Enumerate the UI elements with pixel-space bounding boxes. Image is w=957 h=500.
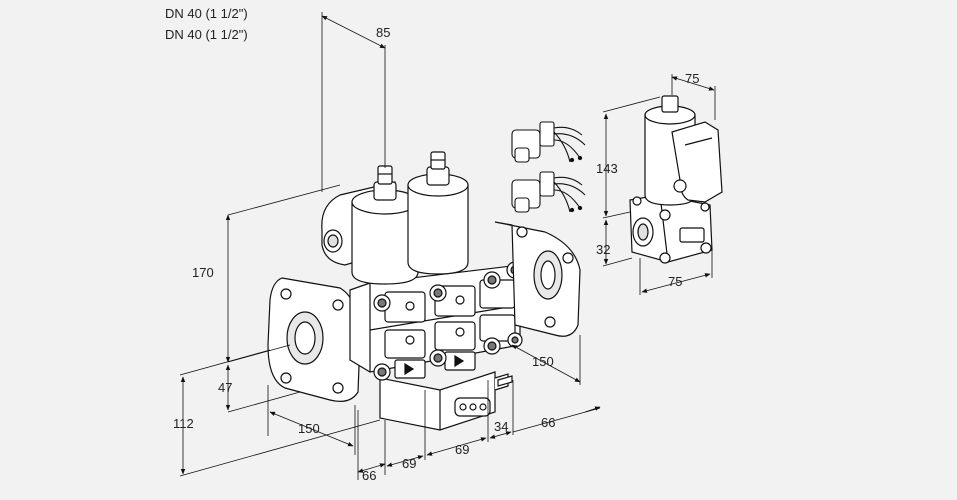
dim-label-47: 47 [218,380,232,395]
right-solenoid [407,151,469,275]
dim-label-inset-75-top: 75 [685,71,699,86]
valve-body [349,261,524,381]
connector-plugs [511,121,586,213]
title-line-1: DN 40 (1 1/2") [165,6,248,21]
base-block [379,371,509,431]
inset-valve [629,95,723,264]
connector-plug-upper [511,121,586,163]
dim-label-66-right: 66 [541,415,555,430]
dim-label-66-left: 66 [362,468,376,483]
dim-label-inset-75-bottom: 75 [668,274,682,289]
dim-label-85: 85 [376,25,390,40]
left-flange [267,277,361,402]
dimension-labels: 85 170 47 112 150 66 69 69 34 66 150 75 … [173,25,699,483]
dim-label-150-right: 150 [532,354,554,369]
dim-label-112: 112 [173,416,194,431]
left-solenoid [351,165,419,285]
dim-label-170: 170 [192,265,214,280]
dim-label-150-left: 150 [298,421,320,436]
main-valve-assembly [267,151,581,431]
dim-label-69-first: 69 [402,456,416,471]
dimension-lines [179,12,716,480]
dim-label-34: 34 [494,419,508,434]
dim-label-inset-32: 32 [596,242,610,257]
connector-plug-lower [511,171,586,213]
title-line-2: DN 40 (1 1/2") [165,27,248,42]
right-flange [494,221,581,337]
dim-label-inset-143: 143 [596,161,618,176]
dim-label-69-second: 69 [455,442,469,457]
